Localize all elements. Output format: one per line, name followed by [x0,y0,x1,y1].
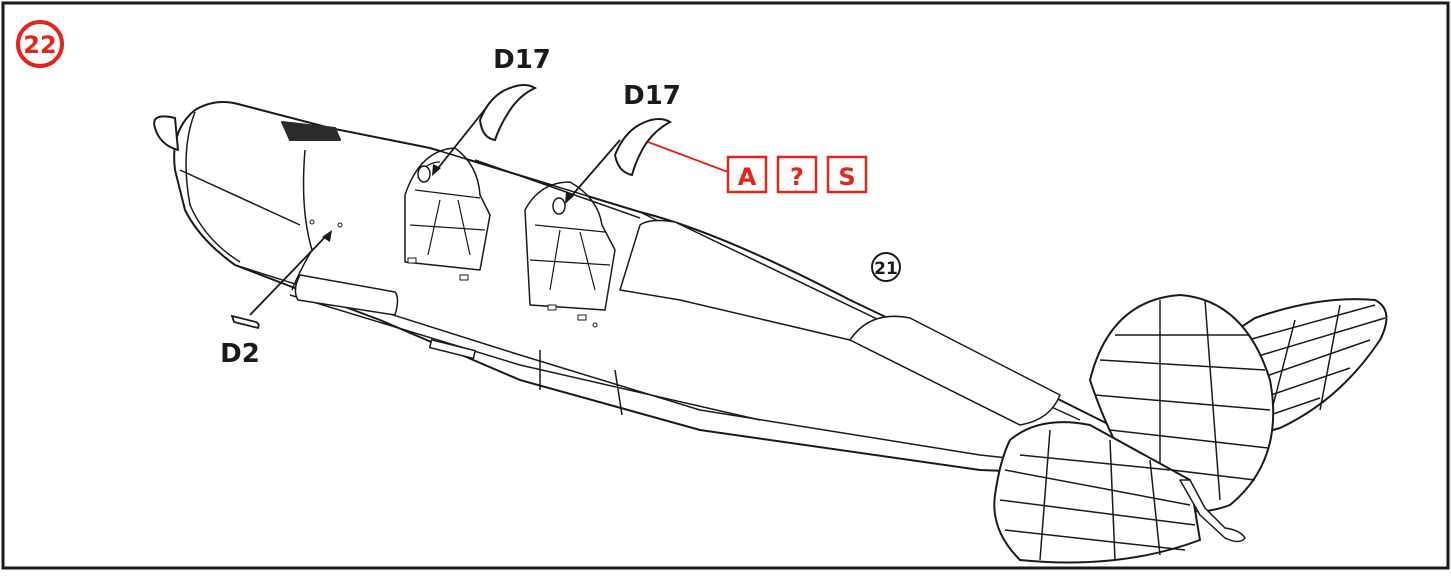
paint-code-2: ? [790,163,804,191]
cowling-dark-panel [281,121,341,141]
d2-arrow [249,233,329,316]
d17-front-arrow [567,139,621,201]
paint-code-box-1 [726,155,768,194]
nose-spinner [153,115,179,151]
paint-code-leader [647,141,729,173]
tail-skid [1179,479,1246,543]
d17-rear-label: D17 [493,45,551,75]
paint-code-1: A [738,163,757,191]
d2-label: D2 [220,339,260,369]
d2-pin [230,314,260,330]
paint-code-boxes: A ? S [726,155,868,194]
rear-cockpit [524,181,616,311]
front-cockpit [404,147,491,271]
paint-code-box-2 [776,155,818,194]
paint-code-3: S [838,163,855,191]
d17-rear-arrow [434,107,487,173]
step-badge-ring [16,20,64,68]
d2-arrowhead [322,230,332,242]
d17-front-arrowhead [565,192,574,204]
part-d2: D2 [220,230,332,369]
d17-front-windscreen [613,118,673,177]
reference-step-badge: 21 [871,252,901,282]
d17-rear-windscreen [478,84,538,142]
d17-front-label: D17 [623,81,681,111]
elevator [993,421,1201,564]
part-d17-rear: D17 [432,45,551,176]
paint-code-box-3 [826,155,868,194]
part-d17-front: D17 [565,81,681,204]
aircraft-fuselage [153,101,1388,564]
step-number-badge: 22 [16,20,64,68]
reference-step-number: 21 [874,259,898,279]
step-number: 22 [23,31,56,59]
reference-step-ring [871,252,901,282]
d17-rear-arrowhead [432,164,441,176]
